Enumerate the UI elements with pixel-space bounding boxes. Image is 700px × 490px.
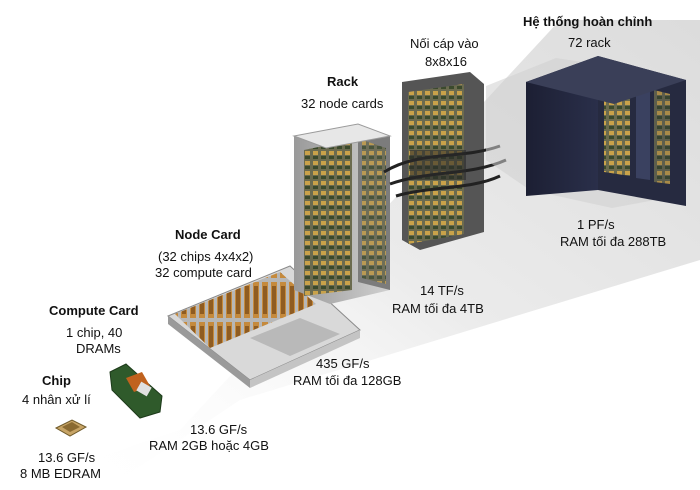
chip-desc: 4 nhân xử lí xyxy=(22,392,91,407)
cabled-desc: 8x8x16 xyxy=(425,54,467,69)
node-card-desc-2: 32 compute card xyxy=(155,265,252,280)
rack-perf: 14 TF/s xyxy=(420,283,464,298)
node-card-desc-1: (32 chips 4x4x2) xyxy=(158,249,254,264)
compute-card-title: Compute Card xyxy=(49,303,139,318)
rack-title: Rack xyxy=(327,74,359,89)
chip-image xyxy=(54,419,88,437)
system-mem: RAM tối đa 288TB xyxy=(560,234,667,249)
chip-mem: 8 MB EDRAM xyxy=(20,466,101,481)
node-card-mem: RAM tối đa 128GB xyxy=(293,373,402,388)
cabled-rack-image xyxy=(383,72,507,250)
compute-card-mem: RAM 2GB hoặc 4GB xyxy=(149,438,269,453)
cabled-title: Nối cáp vào xyxy=(410,36,479,51)
compute-card-desc-1: 1 chip, 40 xyxy=(66,325,123,340)
chip-perf: 13.6 GF/s xyxy=(38,450,96,465)
compute-card-perf: 13.6 GF/s xyxy=(190,422,248,437)
compute-card-image xyxy=(109,363,163,419)
node-card-perf: 435 GF/s xyxy=(316,356,370,371)
compute-card-desc-2: DRAMs xyxy=(76,341,121,356)
system-perf: 1 PF/s xyxy=(577,217,615,232)
chip-title: Chip xyxy=(42,373,71,388)
rack-image xyxy=(292,123,392,304)
rack-mem: RAM tối đa 4TB xyxy=(392,301,484,316)
system-image xyxy=(486,56,686,208)
rack-desc: 32 node cards xyxy=(301,96,384,111)
system-title: Hệ thống hoàn chỉnh xyxy=(523,14,653,29)
system-desc: 72 rack xyxy=(568,35,611,50)
node-card-title: Node Card xyxy=(175,227,241,242)
